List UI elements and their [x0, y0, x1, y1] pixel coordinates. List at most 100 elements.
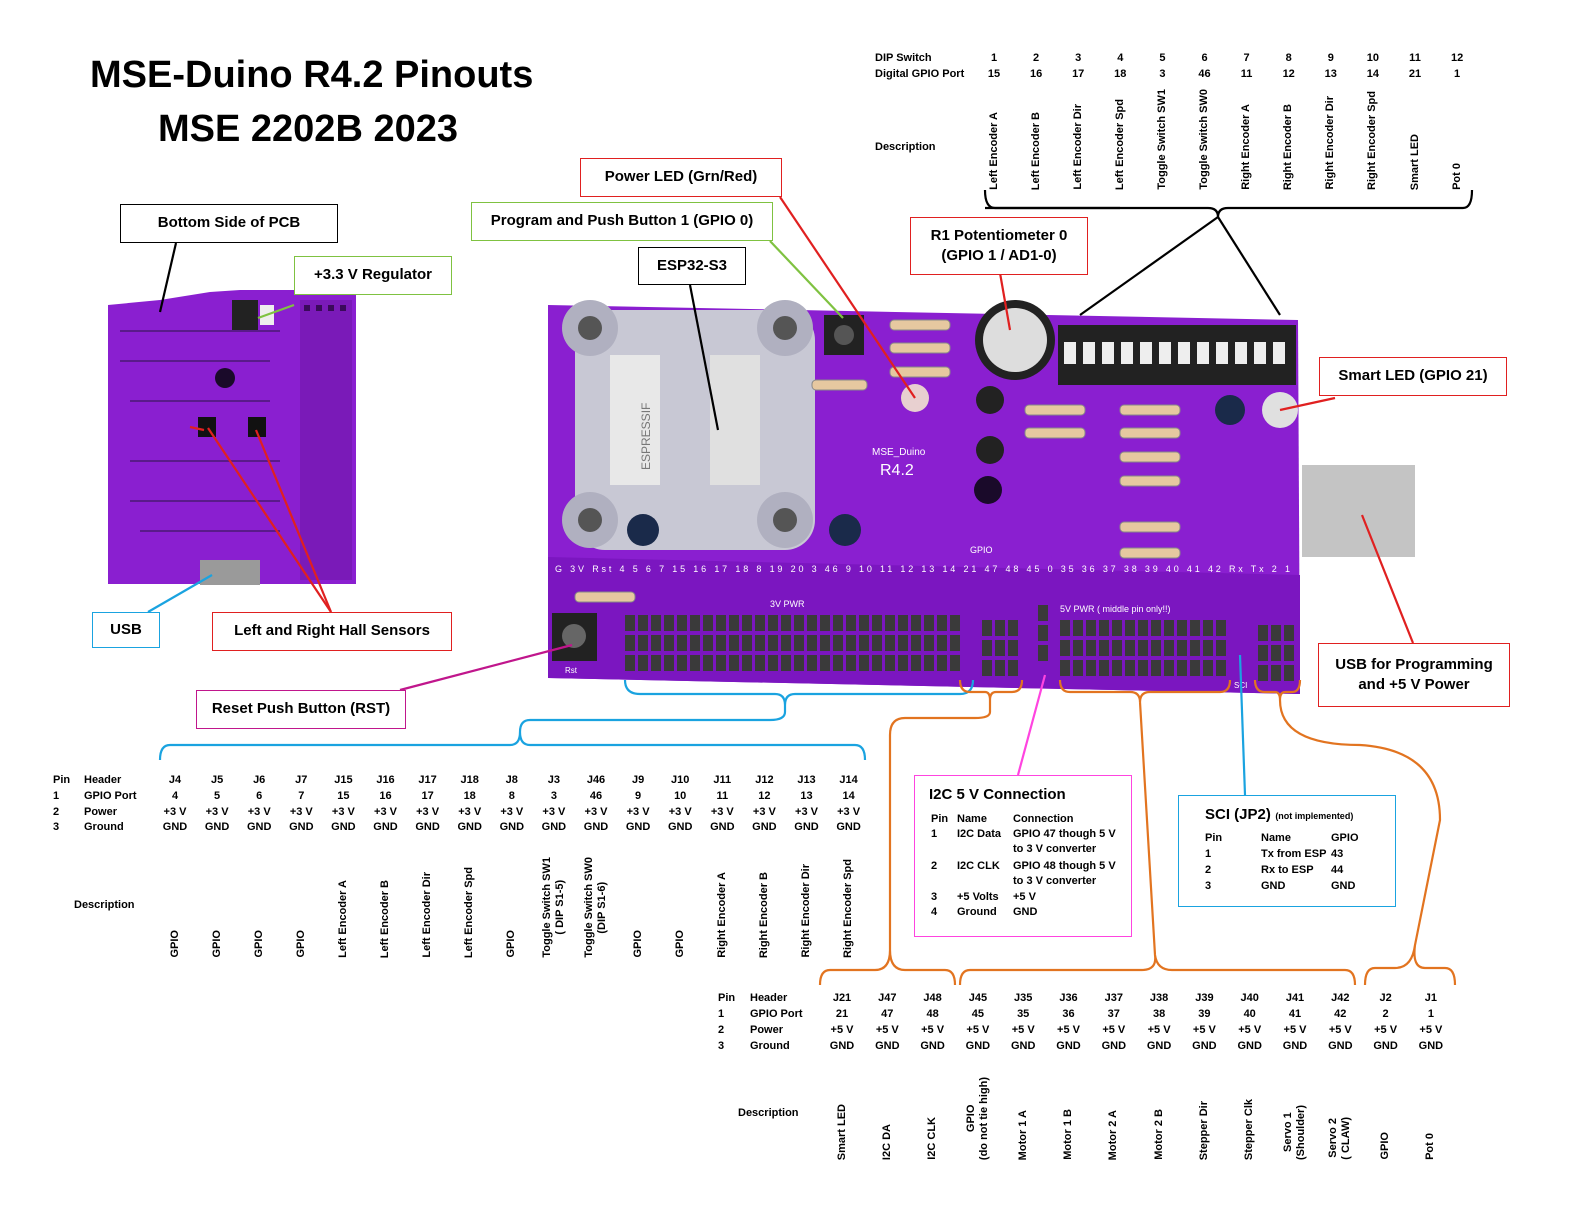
right-table-pin-label: Pin — [718, 992, 735, 1005]
header-pin — [937, 635, 947, 651]
left-table-gpio-port: 11 — [716, 790, 728, 803]
header-pin — [1177, 660, 1187, 676]
pcb-chip-brand: ESPRESSIF — [639, 403, 653, 470]
left-table-gpio-port: 4 — [172, 790, 178, 803]
right-table-header: J35 — [1014, 992, 1032, 1005]
header-pin — [898, 655, 908, 671]
left-table-power: +3 V — [458, 806, 481, 819]
header-pin — [1125, 660, 1135, 676]
right-table-description: Stepper Clk — [1243, 1099, 1256, 1160]
dip-switch-number: 7 — [1244, 52, 1250, 65]
right-table-power: +5 V — [1057, 1024, 1080, 1037]
left-table-ground: GND — [710, 821, 734, 834]
header-pin — [1190, 640, 1200, 656]
left-table-power: +3 V — [332, 806, 355, 819]
dip-description: Right Encoder Spd — [1366, 91, 1379, 190]
header-pin — [1284, 645, 1294, 661]
right-table-power: +5 V — [1148, 1024, 1171, 1037]
left-table-header: J11 — [713, 774, 731, 787]
header-pin — [911, 615, 921, 631]
pcb-board-name: MSE_Duino — [872, 447, 926, 458]
right-table-power: +5 V — [831, 1024, 854, 1037]
left-table-power: +3 V — [711, 806, 734, 819]
left-table-ground: GND — [752, 821, 776, 834]
dip-switch-number: 12 — [1451, 52, 1463, 65]
right-table-gpio-port: 42 — [1334, 1008, 1346, 1021]
header-pin — [690, 655, 700, 671]
header-pin — [1271, 645, 1281, 661]
sci-box: SCI (JP2) (not implemented) Pin Name GPI… — [1178, 795, 1396, 907]
right-table-power: +5 V — [876, 1024, 899, 1037]
right-table-power: +5 V — [1329, 1024, 1352, 1037]
i2c-row-connection: GPIO 48 though 5 V — [1013, 860, 1116, 873]
left-table-power: +3 V — [753, 806, 776, 819]
header-pin — [755, 635, 765, 651]
header-pin — [794, 615, 804, 631]
header-pin — [859, 655, 869, 671]
left-table-gpio-port: 8 — [509, 790, 515, 803]
right-table-gpio-port: 2 — [1383, 1008, 1389, 1021]
header-pin — [1099, 660, 1109, 676]
left-table-description: Left Encoder Spd — [463, 867, 476, 958]
right-table-ground: GND — [1147, 1040, 1171, 1053]
header-pin — [1138, 660, 1148, 676]
header-pin — [729, 615, 739, 631]
left-table-description: GPIO — [632, 930, 645, 958]
header-pin — [898, 635, 908, 651]
i2c-row-connection: GND — [1013, 906, 1037, 919]
header-pin — [1258, 665, 1268, 681]
header-pin — [729, 635, 739, 651]
left-table-gpio-port: 7 — [298, 790, 304, 803]
program-button-callout: Program and Push Button 1 (GPIO 0) — [471, 202, 773, 241]
header-pin — [924, 655, 934, 671]
left-table-header: J17 — [418, 774, 436, 787]
header-pin — [1177, 640, 1187, 656]
left-table-power: +3 V — [164, 806, 187, 819]
header-pin — [872, 655, 882, 671]
header-pin — [1151, 660, 1161, 676]
header-pin — [1151, 620, 1161, 636]
header-pin — [677, 655, 687, 671]
dip-description: Toggle Switch SW1 — [1156, 89, 1169, 190]
right-table-header: J41 — [1286, 992, 1304, 1005]
right-table-description: Motor 2 A — [1107, 1110, 1120, 1160]
right-table-gpio-port: 41 — [1289, 1008, 1301, 1021]
potentiometer-line1: R1 Potentiometer 0 — [931, 226, 1068, 246]
left-table-gpio-port: 5 — [214, 790, 220, 803]
right-table-row-label: Ground — [750, 1040, 790, 1053]
pcb-5v-power-label: 5V PWR ( middle pin only!!) — [1060, 604, 1171, 614]
header-pin — [625, 635, 635, 651]
left-table-gpio-port: 46 — [590, 790, 602, 803]
dip-switch-number: 6 — [1201, 52, 1207, 65]
left-table-gpio-port: 15 — [337, 790, 349, 803]
left-table-row-label: Ground — [84, 821, 124, 834]
left-table-ground: GND — [373, 821, 397, 834]
i2c-row-pin: 2 — [931, 860, 937, 873]
i2c-header-pin: Pin — [931, 813, 948, 826]
dip-description: Left Encoder B — [1030, 112, 1043, 190]
sci-title: SCI (JP2) — [1205, 806, 1271, 823]
right-table-ground: GND — [920, 1040, 944, 1053]
right-table-power: +5 V — [1374, 1024, 1397, 1037]
left-table-description: GPIO — [253, 930, 266, 958]
left-table-ground: GND — [626, 821, 650, 834]
left-table-row-label: Power — [84, 806, 117, 819]
header-pin — [651, 655, 661, 671]
right-table-ground: GND — [1102, 1040, 1126, 1053]
left-table-power: +3 V — [416, 806, 439, 819]
left-table-header: J13 — [797, 774, 815, 787]
left-table-gpio-port: 17 — [421, 790, 433, 803]
left-table-gpio-port: 10 — [674, 790, 686, 803]
header-pin — [1151, 640, 1161, 656]
usb-callout: USB — [92, 612, 160, 648]
right-table-row-label: Power — [750, 1024, 783, 1037]
header-pin — [1038, 645, 1048, 661]
header-pin — [677, 635, 687, 651]
dip-description: Right Encoder A — [1240, 104, 1253, 190]
right-table-description: GPIO — [1379, 1132, 1392, 1160]
dip-gpio-port: 13 — [1325, 68, 1337, 81]
left-table-description: GPIO — [505, 930, 518, 958]
header-pin — [1190, 620, 1200, 636]
right-table-power: +5 V — [1193, 1024, 1216, 1037]
left-table-gpio-port: 16 — [379, 790, 391, 803]
